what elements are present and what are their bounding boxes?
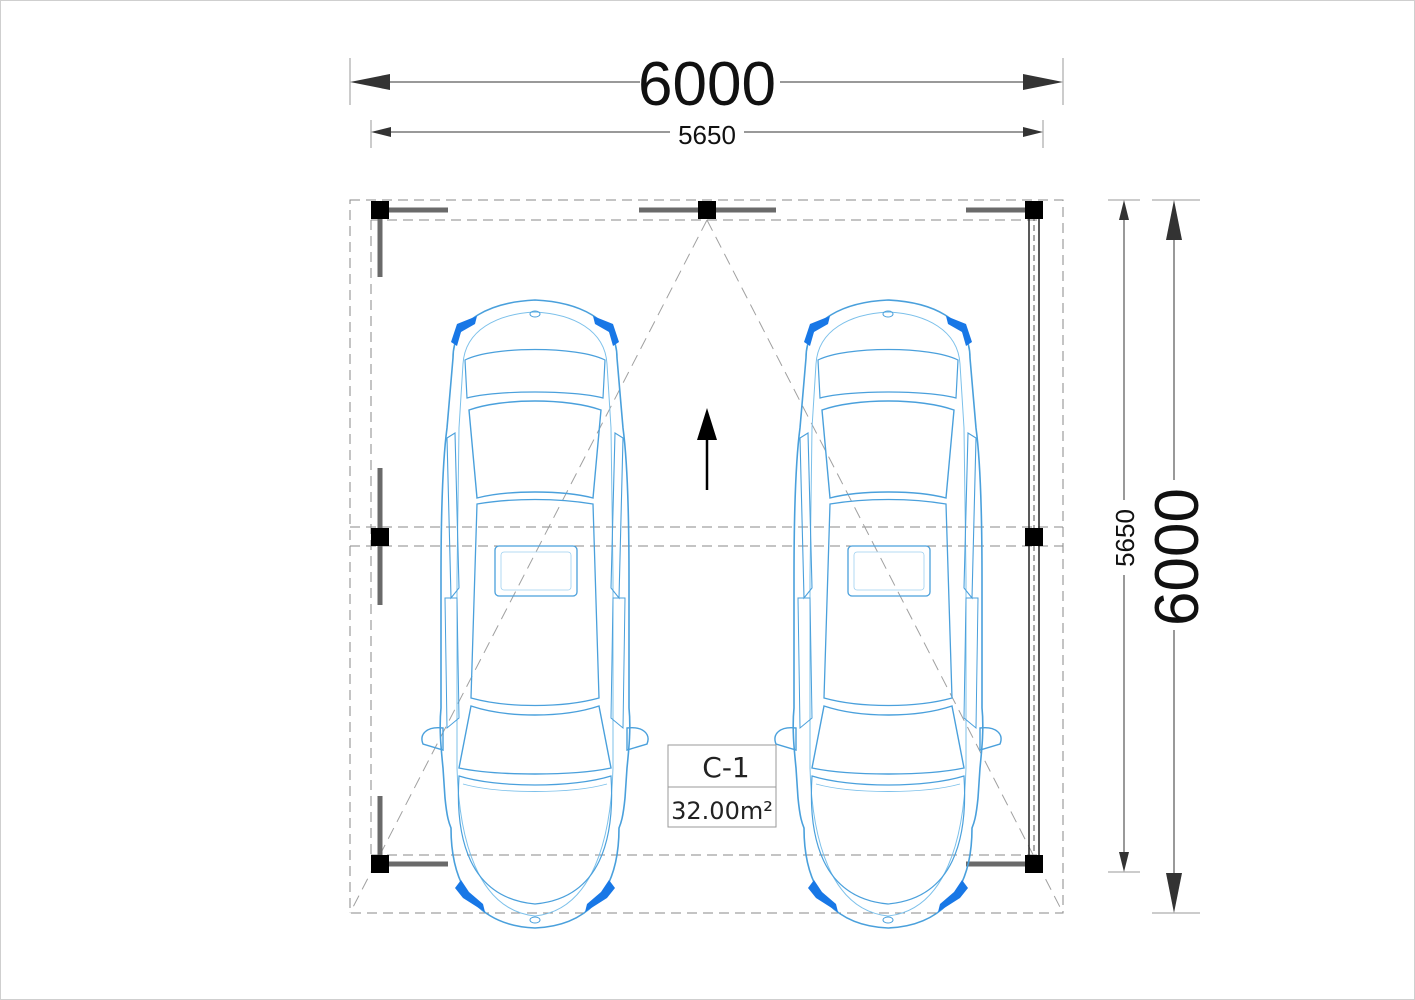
direction-arrow-icon bbox=[697, 408, 717, 490]
outer-depth-label: 6000 bbox=[1143, 488, 1212, 626]
inner-width-label: 5650 bbox=[678, 120, 736, 150]
post bbox=[698, 201, 716, 219]
dimension-outer-depth: 6000 bbox=[1143, 200, 1212, 913]
outer-width-label: 6000 bbox=[638, 50, 776, 119]
roof-outline bbox=[349, 199, 1064, 914]
car-icon-left bbox=[421, 299, 649, 929]
inner-depth-label: 5650 bbox=[1110, 509, 1140, 567]
room-label: C-1 32.00m² bbox=[667, 744, 777, 828]
dimension-inner-width: 5650 bbox=[371, 120, 1043, 150]
roof-slope-lines bbox=[349, 219, 1064, 914]
room-code: C-1 bbox=[702, 751, 749, 784]
dimension-inner-depth: 5650 bbox=[1110, 200, 1140, 872]
room-area: 32.00m² bbox=[671, 797, 773, 825]
dimension-outer-width: 6000 bbox=[350, 50, 1063, 119]
post bbox=[371, 528, 389, 546]
post bbox=[1025, 201, 1043, 219]
posts bbox=[371, 201, 1043, 873]
post bbox=[1025, 855, 1043, 873]
car-icon-right bbox=[774, 299, 1002, 929]
post bbox=[371, 201, 389, 219]
extension-lines bbox=[349, 58, 1200, 914]
post bbox=[1025, 528, 1043, 546]
post bbox=[371, 855, 389, 873]
